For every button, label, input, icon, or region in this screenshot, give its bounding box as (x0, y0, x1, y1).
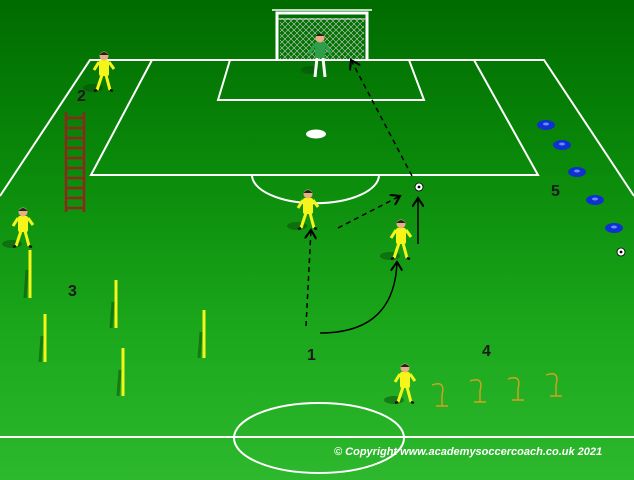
agility-ladder (64, 112, 86, 212)
player (380, 219, 413, 261)
movement-arrows (306, 60, 418, 334)
player (384, 363, 417, 405)
zone-label-1: 1 (307, 347, 316, 364)
zone-label-4: 4 (482, 343, 491, 360)
penalty-spot (306, 129, 326, 139)
pass-arrow (337, 196, 400, 229)
disc (605, 223, 623, 233)
six-yard-box (216, 59, 426, 101)
player (287, 189, 320, 231)
shot-arrow (351, 60, 413, 177)
hurdle (545, 373, 562, 397)
ball (414, 182, 424, 192)
zone-label-2: 2 (77, 88, 86, 105)
pole (109, 280, 118, 329)
player (2, 207, 35, 249)
penalty-area (89, 59, 540, 176)
disc (568, 167, 586, 177)
pole (197, 310, 206, 359)
hurdle (469, 379, 486, 403)
centre-circle (233, 402, 405, 474)
zone-label-3: 3 (68, 283, 77, 300)
marker-discs (537, 120, 623, 233)
hurdle (431, 383, 448, 407)
run-arrow (319, 262, 397, 334)
penalty-arc (251, 174, 380, 205)
disc (586, 195, 604, 205)
hurdle (507, 377, 524, 401)
mini-hurdles (431, 373, 562, 407)
balls (414, 182, 626, 257)
disc (553, 140, 571, 150)
goalkeeper-figure (301, 33, 333, 78)
pass-arrow (306, 230, 311, 327)
pole (38, 314, 47, 363)
zone-label-5: 5 (551, 183, 560, 200)
slalom-poles (23, 250, 206, 397)
disc (537, 120, 555, 130)
player (83, 51, 116, 93)
players (2, 51, 417, 405)
pole (23, 250, 32, 299)
copyright-text: © Copyright www.academysoccercoach.co.uk… (334, 446, 603, 458)
pole (116, 348, 125, 397)
ball (616, 247, 626, 257)
